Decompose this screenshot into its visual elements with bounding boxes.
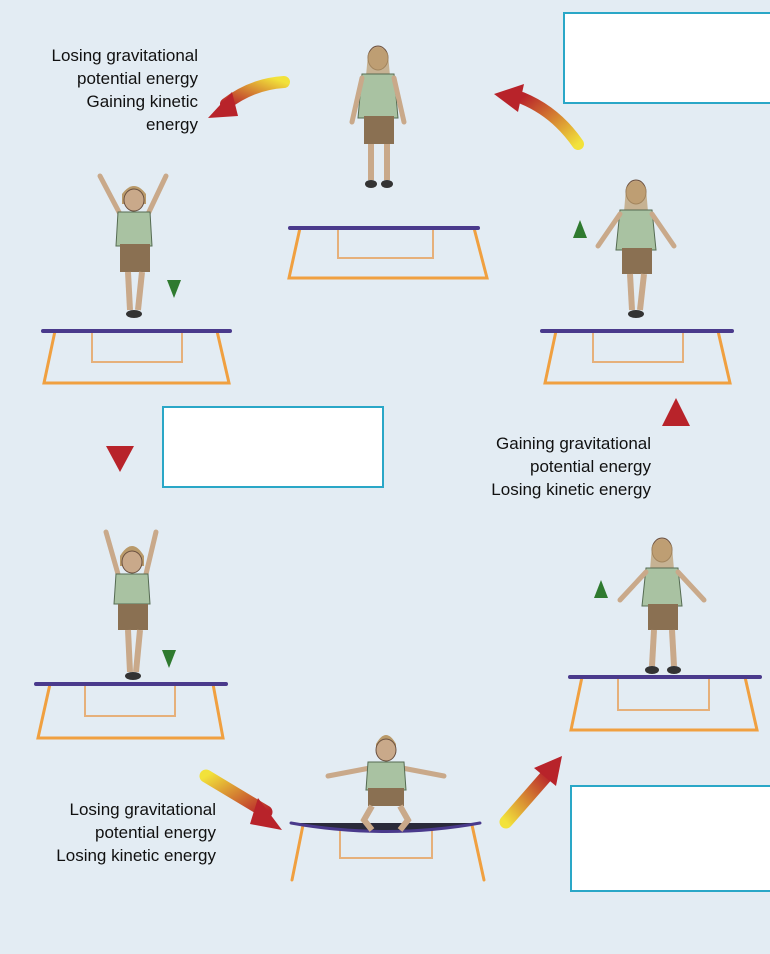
answer-box-middle-left[interactable] xyxy=(162,406,384,488)
answer-box-bottom-right[interactable] xyxy=(570,785,770,892)
trampoline-bottom xyxy=(289,821,486,882)
person-top-standing xyxy=(349,45,407,188)
trampoline-top xyxy=(287,226,489,280)
cycle-arrow-left-down xyxy=(106,392,134,472)
caption-line: Gaining kinetic xyxy=(86,92,198,111)
cycle-arrow-top-right xyxy=(494,84,584,150)
cycle-arrow-top-left xyxy=(208,76,290,118)
cycle-arrow-bottom-left xyxy=(199,769,282,830)
caption-line: potential energy xyxy=(530,457,651,476)
trampoline-right-lower xyxy=(568,675,762,732)
person-right-lower-rising xyxy=(617,537,707,674)
caption-line: Losing gravitational xyxy=(51,46,198,65)
motion-arrow-up-upper xyxy=(573,220,587,300)
answer-box-top-right[interactable] xyxy=(563,12,770,104)
caption-line: Losing kinetic energy xyxy=(56,846,216,865)
person-left-upper-falling xyxy=(97,173,169,318)
caption-top-left: Losing gravitational potential energy Ga… xyxy=(52,44,198,136)
motion-arrow-down-upper xyxy=(167,212,181,298)
person-bottom-crouching xyxy=(325,735,447,832)
caption-line: potential energy xyxy=(95,823,216,842)
caption-line: energy xyxy=(146,115,198,134)
motion-arrow-up-lower xyxy=(594,580,608,660)
person-right-upper-rising xyxy=(595,179,677,318)
motion-arrow-down-lower xyxy=(162,588,176,668)
caption-line: Losing kinetic energy xyxy=(491,480,651,499)
caption-line: Gaining gravitational xyxy=(496,434,651,453)
trampoline-left-upper xyxy=(41,329,232,385)
cycle-arrow-right-up xyxy=(662,398,690,488)
trampoline-right-upper xyxy=(540,329,734,385)
person-left-lower-landing xyxy=(103,529,159,680)
caption-line: Losing gravitational xyxy=(69,800,216,819)
caption-line: potential energy xyxy=(77,69,198,88)
cycle-arrow-bottom-right xyxy=(499,756,562,829)
caption-middle-right: Gaining gravitational potential energy L… xyxy=(491,432,651,501)
caption-bottom-left: Losing gravitational potential energy Lo… xyxy=(56,798,216,867)
trampoline-left-lower xyxy=(34,682,228,740)
